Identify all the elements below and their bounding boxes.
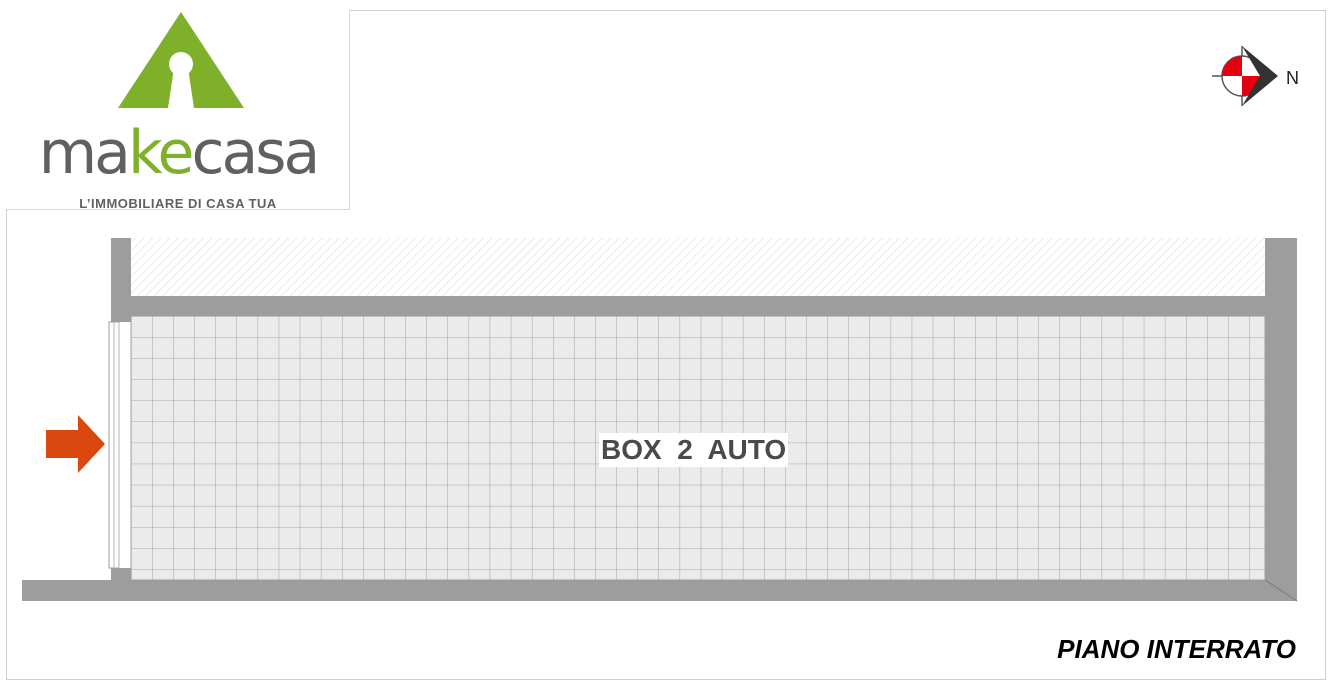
room-label: BOX 2 AUTO	[599, 433, 789, 467]
logo-wordmark: makecasa	[38, 118, 321, 188]
logo: makecasa L’IMMOBILIARE DI CASA TUA	[6, 10, 350, 211]
north-label: N	[1286, 68, 1299, 88]
wall-left-upper	[111, 238, 131, 322]
wall-bottom	[22, 580, 1297, 601]
wall-left-lower	[111, 568, 131, 580]
keyhole-logo-icon	[118, 12, 244, 108]
logo-tagline: L’IMMOBILIARE DI CASA TUA	[79, 196, 277, 211]
entry-arrow-icon	[46, 415, 105, 473]
wall-top	[131, 296, 1265, 316]
north-arrow-icon: N	[1212, 46, 1299, 106]
drawing-frame	[6, 10, 1326, 680]
hatched-area	[131, 238, 1265, 296]
floor-label: PIANO INTERRATO	[1057, 634, 1296, 664]
wall-right	[1265, 238, 1297, 580]
